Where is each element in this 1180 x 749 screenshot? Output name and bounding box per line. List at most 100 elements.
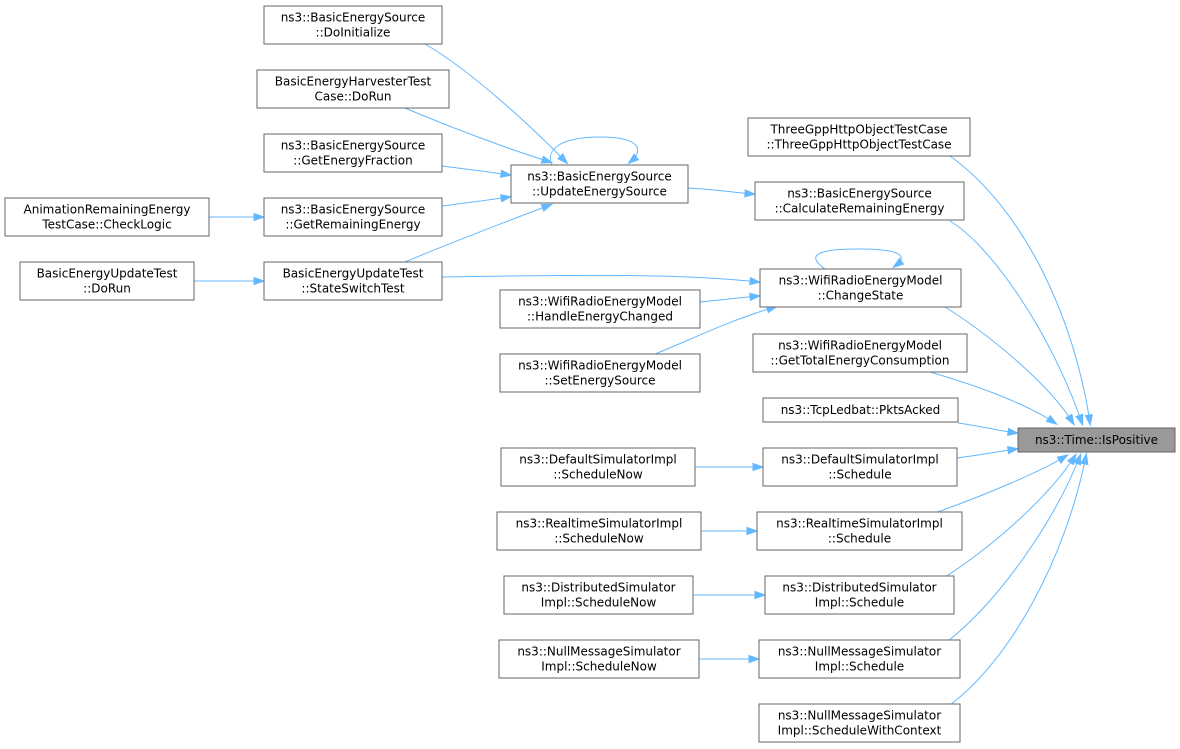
edge-line (687, 187, 754, 195)
node-box (1017, 427, 1176, 453)
node-label-line: ::SetEnergySource (544, 374, 655, 388)
node-label-line: BasicEnergyUpdateTest (283, 267, 424, 281)
edge-arrowhead (1006, 446, 1020, 455)
edge-line (441, 196, 510, 207)
node-label-line: ns3::WifiRadioEnergyModel (779, 274, 943, 288)
node-label-line: Impl::ScheduleNow (541, 660, 657, 674)
node-label-line: ::Schedule (828, 532, 891, 546)
edge-arrowhead (540, 155, 554, 164)
edge-arrowhead (627, 153, 640, 165)
edge-anim-to-getrem (209, 212, 266, 222)
edge-defsched-to-target (956, 446, 1020, 459)
node-label-line: ::GetRemainingEnergy (285, 218, 420, 232)
node-label-line: ::HandleEnergyChanged (527, 310, 673, 324)
node-label-line: ::Schedule (828, 468, 891, 482)
edge-arrowhead (754, 590, 767, 600)
node-box (752, 333, 968, 373)
node-label-line: Impl::ScheduleNow (541, 596, 657, 610)
node-threegpp[interactable]: ThreeGppHttpObjectTestCase::ThreeGppHttp… (747, 117, 971, 157)
node-label-line: ns3::BasicEnergySource (281, 203, 426, 217)
node-label-line: ns3::WifiRadioEnergyModel (518, 295, 682, 309)
node-stateswitch[interactable]: BasicEnergyUpdateTest::StateSwitchTest (263, 261, 443, 301)
edge-line (944, 455, 1076, 578)
node-label-line: ns3::WifiRadioEnergyModel (778, 339, 942, 353)
edge-getrem-to-update (441, 194, 513, 207)
node-box (756, 511, 963, 551)
edge-handle-to-changestate (699, 292, 762, 303)
node-label-line: ThreeGppHttpObjectTestCase (769, 123, 947, 137)
node-label-line: ::ChangeState (818, 289, 904, 303)
node-box (758, 703, 961, 743)
edge-stateswitch-to-update (404, 203, 554, 263)
edge-line (944, 306, 1074, 424)
node-box (747, 117, 971, 157)
node-label-line: ::DoRun (83, 282, 131, 296)
edge-arrowhead (253, 276, 266, 286)
node-box (499, 289, 701, 329)
node-nullctx[interactable]: ns3::NullMessageSimulatorImpl::ScheduleW… (758, 703, 961, 743)
node-distnow[interactable]: ns3::DistributedSimulatorImpl::ScheduleN… (503, 575, 694, 615)
node-label-line: ::DoInitialize (316, 26, 391, 40)
node-update[interactable]: ns3::BasicEnergySource::UpdateEnergySour… (510, 164, 689, 204)
edge-line (549, 136, 639, 166)
node-box (263, 261, 443, 301)
node-getrem[interactable]: ns3::BasicEnergySource::GetRemainingEner… (263, 197, 443, 237)
node-label-line: TestCase::CheckLogic (41, 218, 171, 232)
node-box (500, 447, 696, 487)
edge-calcrem-to-target (949, 220, 1084, 427)
node-label-line: ns3::Time::IsPositive (1035, 433, 1158, 447)
node-handle[interactable]: ns3::WifiRadioEnergyModel::HandleEnergyC… (499, 289, 701, 329)
edge-arrowhead (1072, 452, 1082, 466)
node-label-line: ns3::TcpLedbat::PktsAcked (781, 403, 941, 417)
edge-arrowhead (892, 257, 905, 269)
node-label-line: Impl::Schedule (815, 660, 904, 674)
node-rtnow[interactable]: ns3::RealtimeSimulatorImpl::ScheduleNow (496, 511, 702, 551)
edge-rtsched-to-target (934, 454, 1069, 514)
node-changestate[interactable]: ns3::WifiRadioEnergyModel::ChangeState (759, 268, 962, 308)
edge-line (815, 248, 902, 270)
node-setsrc[interactable]: ns3::WifiRadioEnergyModel::SetEnergySour… (499, 353, 701, 393)
node-calcrem[interactable]: ns3::BasicEnergySource::CalculateRemaini… (754, 181, 965, 221)
node-getfrac[interactable]: ns3::BasicEnergySource::GetEnergyFractio… (263, 133, 443, 173)
edge-arrowhead (749, 276, 762, 286)
node-nullnow[interactable]: ns3::NullMessageSimulatorImpl::ScheduleN… (498, 639, 700, 679)
node-box (759, 268, 962, 308)
node-label-line: ::ScheduleNow (553, 468, 643, 482)
edge-arrowhead (557, 152, 569, 165)
node-label-line: ns3::BasicEnergySource (787, 187, 932, 201)
edge-update-to-calcrem (687, 187, 757, 198)
edge-arrowhead (748, 654, 761, 664)
edge-arrowhead (540, 203, 554, 212)
node-doinit[interactable]: ns3::BasicEnergySource::DoInitialize (263, 5, 443, 45)
node-gettotal[interactable]: ns3::WifiRadioEnergyModel::GetTotalEnerg… (752, 333, 968, 373)
node-updrun[interactable]: BasicEnergyUpdateTest::DoRun (19, 261, 195, 301)
edge-update-to-update (549, 136, 640, 166)
node-defnow[interactable]: ns3::DefaultSimulatorImpl::ScheduleNow (500, 447, 696, 487)
edge-arrowhead (746, 526, 759, 536)
node-label-line: ::GetTotalEnergyConsumption (771, 354, 950, 368)
node-box (256, 69, 450, 109)
edge-getfrac-to-update (441, 165, 513, 178)
node-label-line: ::ScheduleNow (554, 532, 644, 546)
node-label-line: ns3::WifiRadioEnergyModel (518, 359, 682, 373)
node-box (496, 511, 702, 551)
node-defsched[interactable]: ns3::DefaultSimulatorImpl::Schedule (762, 447, 958, 487)
edge-arrowhead (752, 462, 765, 472)
edge-arrowhead (499, 194, 513, 203)
node-box (263, 133, 443, 173)
node-rtsched[interactable]: ns3::RealtimeSimulatorImpl::Schedule (756, 511, 963, 551)
node-pkts[interactable]: ns3::TcpLedbat::PktsAcked (762, 397, 959, 423)
node-target[interactable]: ns3::Time::IsPositive (1017, 427, 1176, 453)
node-label-line: ns3::DistributedSimulator (782, 581, 936, 595)
edge-arrowhead (253, 212, 266, 222)
edge-updrun-to-stateswitch (194, 276, 266, 286)
edge-line (949, 220, 1083, 424)
edge-nullnow-to-nullsched (698, 654, 761, 664)
edge-line (654, 306, 776, 355)
edge-gettotal-to-target (929, 371, 1058, 425)
node-anim[interactable]: AnimationRemainingEnergyTestCase::CheckL… (4, 197, 210, 237)
